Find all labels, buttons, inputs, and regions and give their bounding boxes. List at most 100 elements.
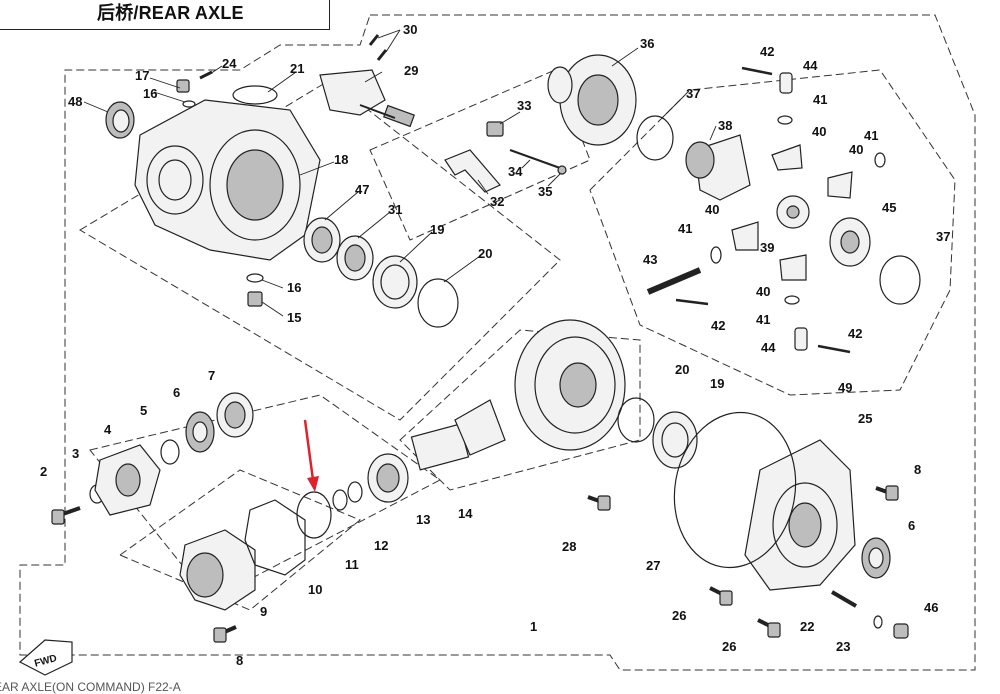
callout-41-c: 41 xyxy=(678,221,692,236)
part-33-switch xyxy=(486,121,504,137)
part-42-pin-c xyxy=(817,344,851,354)
part-27-o-ring xyxy=(673,411,797,569)
callout-9: 9 xyxy=(260,604,267,619)
callout-19-top: 19 xyxy=(430,222,444,237)
part-30-screw-b xyxy=(376,49,388,61)
part-40-pinion-gear-a xyxy=(771,144,803,171)
part-23-washer xyxy=(873,615,883,629)
part-37-shim-lower xyxy=(879,255,921,305)
callout-23: 23 xyxy=(836,639,850,654)
part-24-pin xyxy=(199,70,213,80)
part-5-o-ring xyxy=(160,439,180,465)
part-32-shift-fork xyxy=(444,149,501,193)
part-20-o-ring-right xyxy=(617,397,655,443)
part-25-cover xyxy=(744,439,856,591)
callout-42-a: 42 xyxy=(760,44,774,59)
callout-32: 32 xyxy=(490,194,504,209)
part-39-spider xyxy=(776,195,810,229)
part-30-screw-a xyxy=(368,34,380,46)
callout-41-d: 41 xyxy=(756,312,770,327)
shift-fork-group-outline xyxy=(369,69,591,241)
part-14-ring-gear xyxy=(514,319,626,451)
part-42-pin-b xyxy=(675,298,709,306)
part-48-oil-seal xyxy=(105,101,135,139)
callout-40-d: 40 xyxy=(756,284,770,299)
part-46-nut xyxy=(893,623,909,639)
part-16-washer-lower xyxy=(246,273,264,283)
diagram-title: 后桥/REAR AXLE xyxy=(97,3,244,23)
part-6-seal-left xyxy=(185,411,215,453)
part-38-side-gear xyxy=(685,134,751,201)
callout-3: 3 xyxy=(72,446,79,461)
part-4-flange xyxy=(94,444,161,516)
footer-caption: EAR AXLE(ON COMMAND) F22-A xyxy=(0,680,181,694)
part-6-seal-right xyxy=(861,537,891,579)
callout-37-top: 37 xyxy=(686,86,700,101)
callout-49: 49 xyxy=(838,380,852,395)
part-41-washer-c xyxy=(710,246,722,264)
fwd-direction-badge: FWD xyxy=(18,639,73,676)
part-44-pin-b xyxy=(794,327,808,351)
differential-group-outline xyxy=(589,69,956,396)
part-40-pinion-gear-d xyxy=(779,254,807,281)
callout-11: 11 xyxy=(345,557,359,572)
part-31-needle-bearing xyxy=(336,235,374,281)
part-26-bolt-b xyxy=(757,618,781,638)
callout-37-bottom: 37 xyxy=(936,229,950,244)
part-17-drain-plug xyxy=(176,79,196,108)
part-36-differential-case xyxy=(547,54,637,146)
part-9-bearing-housing xyxy=(179,529,256,611)
callout-8-lower: 8 xyxy=(236,653,243,668)
part-47-bearing xyxy=(303,217,341,263)
part-12-shim-a xyxy=(332,489,348,511)
pinion-group-outline xyxy=(399,329,641,491)
part-42-pin-a xyxy=(741,66,773,76)
callout-27: 27 xyxy=(646,558,660,573)
part-35-nut xyxy=(557,165,567,175)
callout-7: 7 xyxy=(208,368,215,383)
part-7-bearing xyxy=(216,392,254,438)
callout-40-b: 40 xyxy=(849,142,863,157)
part-28-bolt xyxy=(587,495,611,511)
part-18-housing xyxy=(134,99,321,261)
part-41-washer-d xyxy=(784,295,800,305)
part-40-pinion-gear-b xyxy=(827,171,853,199)
title-box: 后桥/REAR AXLE xyxy=(0,0,330,30)
callout-26-b: 26 xyxy=(722,639,736,654)
flange-group-outline xyxy=(118,469,361,611)
callout-43: 43 xyxy=(643,252,657,267)
callout-40-a: 40 xyxy=(812,124,826,139)
callout-39: 39 xyxy=(760,240,774,255)
callout-13: 13 xyxy=(416,512,430,527)
callout-26-a: 26 xyxy=(672,608,686,623)
callout-4: 4 xyxy=(104,422,112,437)
callout-19-right: 19 xyxy=(710,376,724,391)
part-26-bolt-a xyxy=(709,586,733,606)
callout-24: 24 xyxy=(222,56,237,71)
callout-5: 5 xyxy=(140,403,147,418)
callout-34: 34 xyxy=(508,164,523,179)
callout-47: 47 xyxy=(355,182,369,197)
callout-18: 18 xyxy=(334,152,348,167)
callout-38: 38 xyxy=(718,118,732,133)
assembly-boundary xyxy=(19,14,976,671)
callout-33: 33 xyxy=(517,98,531,113)
callout-8-right: 8 xyxy=(914,462,921,477)
callout-16-bottom: 16 xyxy=(287,280,301,295)
callout-6-left: 6 xyxy=(173,385,180,400)
part-45-side-gear xyxy=(829,217,871,267)
part-8-bolt-right xyxy=(875,485,899,501)
callout-48: 48 xyxy=(68,94,82,109)
callout-41-b: 41 xyxy=(864,128,878,143)
callout-36: 36 xyxy=(640,36,654,51)
part-10-gasket xyxy=(244,499,306,576)
callout-10: 10 xyxy=(308,582,322,597)
callout-16-top: 16 xyxy=(143,86,157,101)
part-8-bolt-lower xyxy=(213,625,237,643)
callout-46: 46 xyxy=(924,600,938,615)
part-13-bearing xyxy=(367,453,409,503)
part-29-actuator xyxy=(319,69,415,128)
callout-17: 17 xyxy=(135,68,149,83)
part-11-o-ring xyxy=(296,491,332,539)
part-12-shim-b xyxy=(347,481,363,503)
